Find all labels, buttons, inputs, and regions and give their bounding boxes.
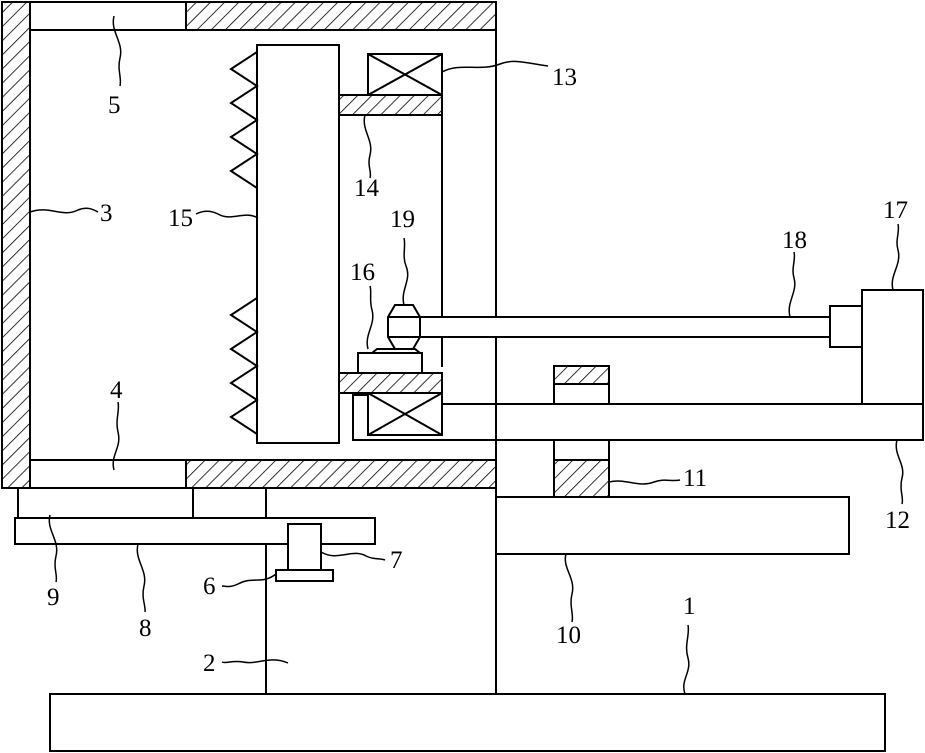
lower-block [18, 488, 193, 518]
top-opening [30, 2, 186, 30]
platform [496, 497, 849, 554]
label-10: 10 [556, 622, 581, 649]
base-plate [50, 694, 885, 751]
label-5: 5 [108, 92, 121, 119]
label-2: 2 [203, 650, 216, 677]
label-19: 19 [390, 206, 415, 233]
label-6: 6 [203, 573, 216, 600]
bottom-opening [30, 460, 186, 488]
coupling [830, 306, 862, 347]
label-15: 15 [168, 205, 193, 232]
top-plate [186, 2, 496, 30]
label-11: 11 [683, 465, 707, 492]
label-13: 13 [552, 64, 577, 91]
hex-coupler [388, 305, 420, 349]
slide-arm [368, 404, 923, 440]
lower-hatched-bar [339, 373, 442, 393]
bearing-bracket [353, 395, 368, 440]
label-14: 14 [354, 175, 380, 202]
label-3: 3 [100, 200, 113, 227]
label-7: 7 [390, 547, 403, 574]
drive-rod [420, 317, 830, 337]
label-17: 17 [883, 197, 908, 224]
bottom-plate [186, 460, 496, 488]
motor [288, 524, 321, 570]
left-wall [2, 2, 30, 488]
drive-box [862, 290, 923, 404]
label-1: 1 [683, 593, 696, 620]
clamp-plate [257, 45, 339, 443]
motor-mount [276, 570, 333, 581]
label-4: 4 [110, 377, 123, 404]
label-9: 9 [47, 584, 60, 611]
label-8: 8 [139, 615, 152, 642]
lower-teeth [231, 298, 257, 434]
label-16: 16 [350, 259, 375, 286]
lower-slider [554, 440, 609, 460]
label-18: 18 [782, 227, 807, 254]
upper-hatched-bar [339, 95, 442, 115]
gear-block [358, 353, 422, 373]
label-12: 12 [885, 507, 910, 534]
upper-teeth [231, 52, 257, 188]
